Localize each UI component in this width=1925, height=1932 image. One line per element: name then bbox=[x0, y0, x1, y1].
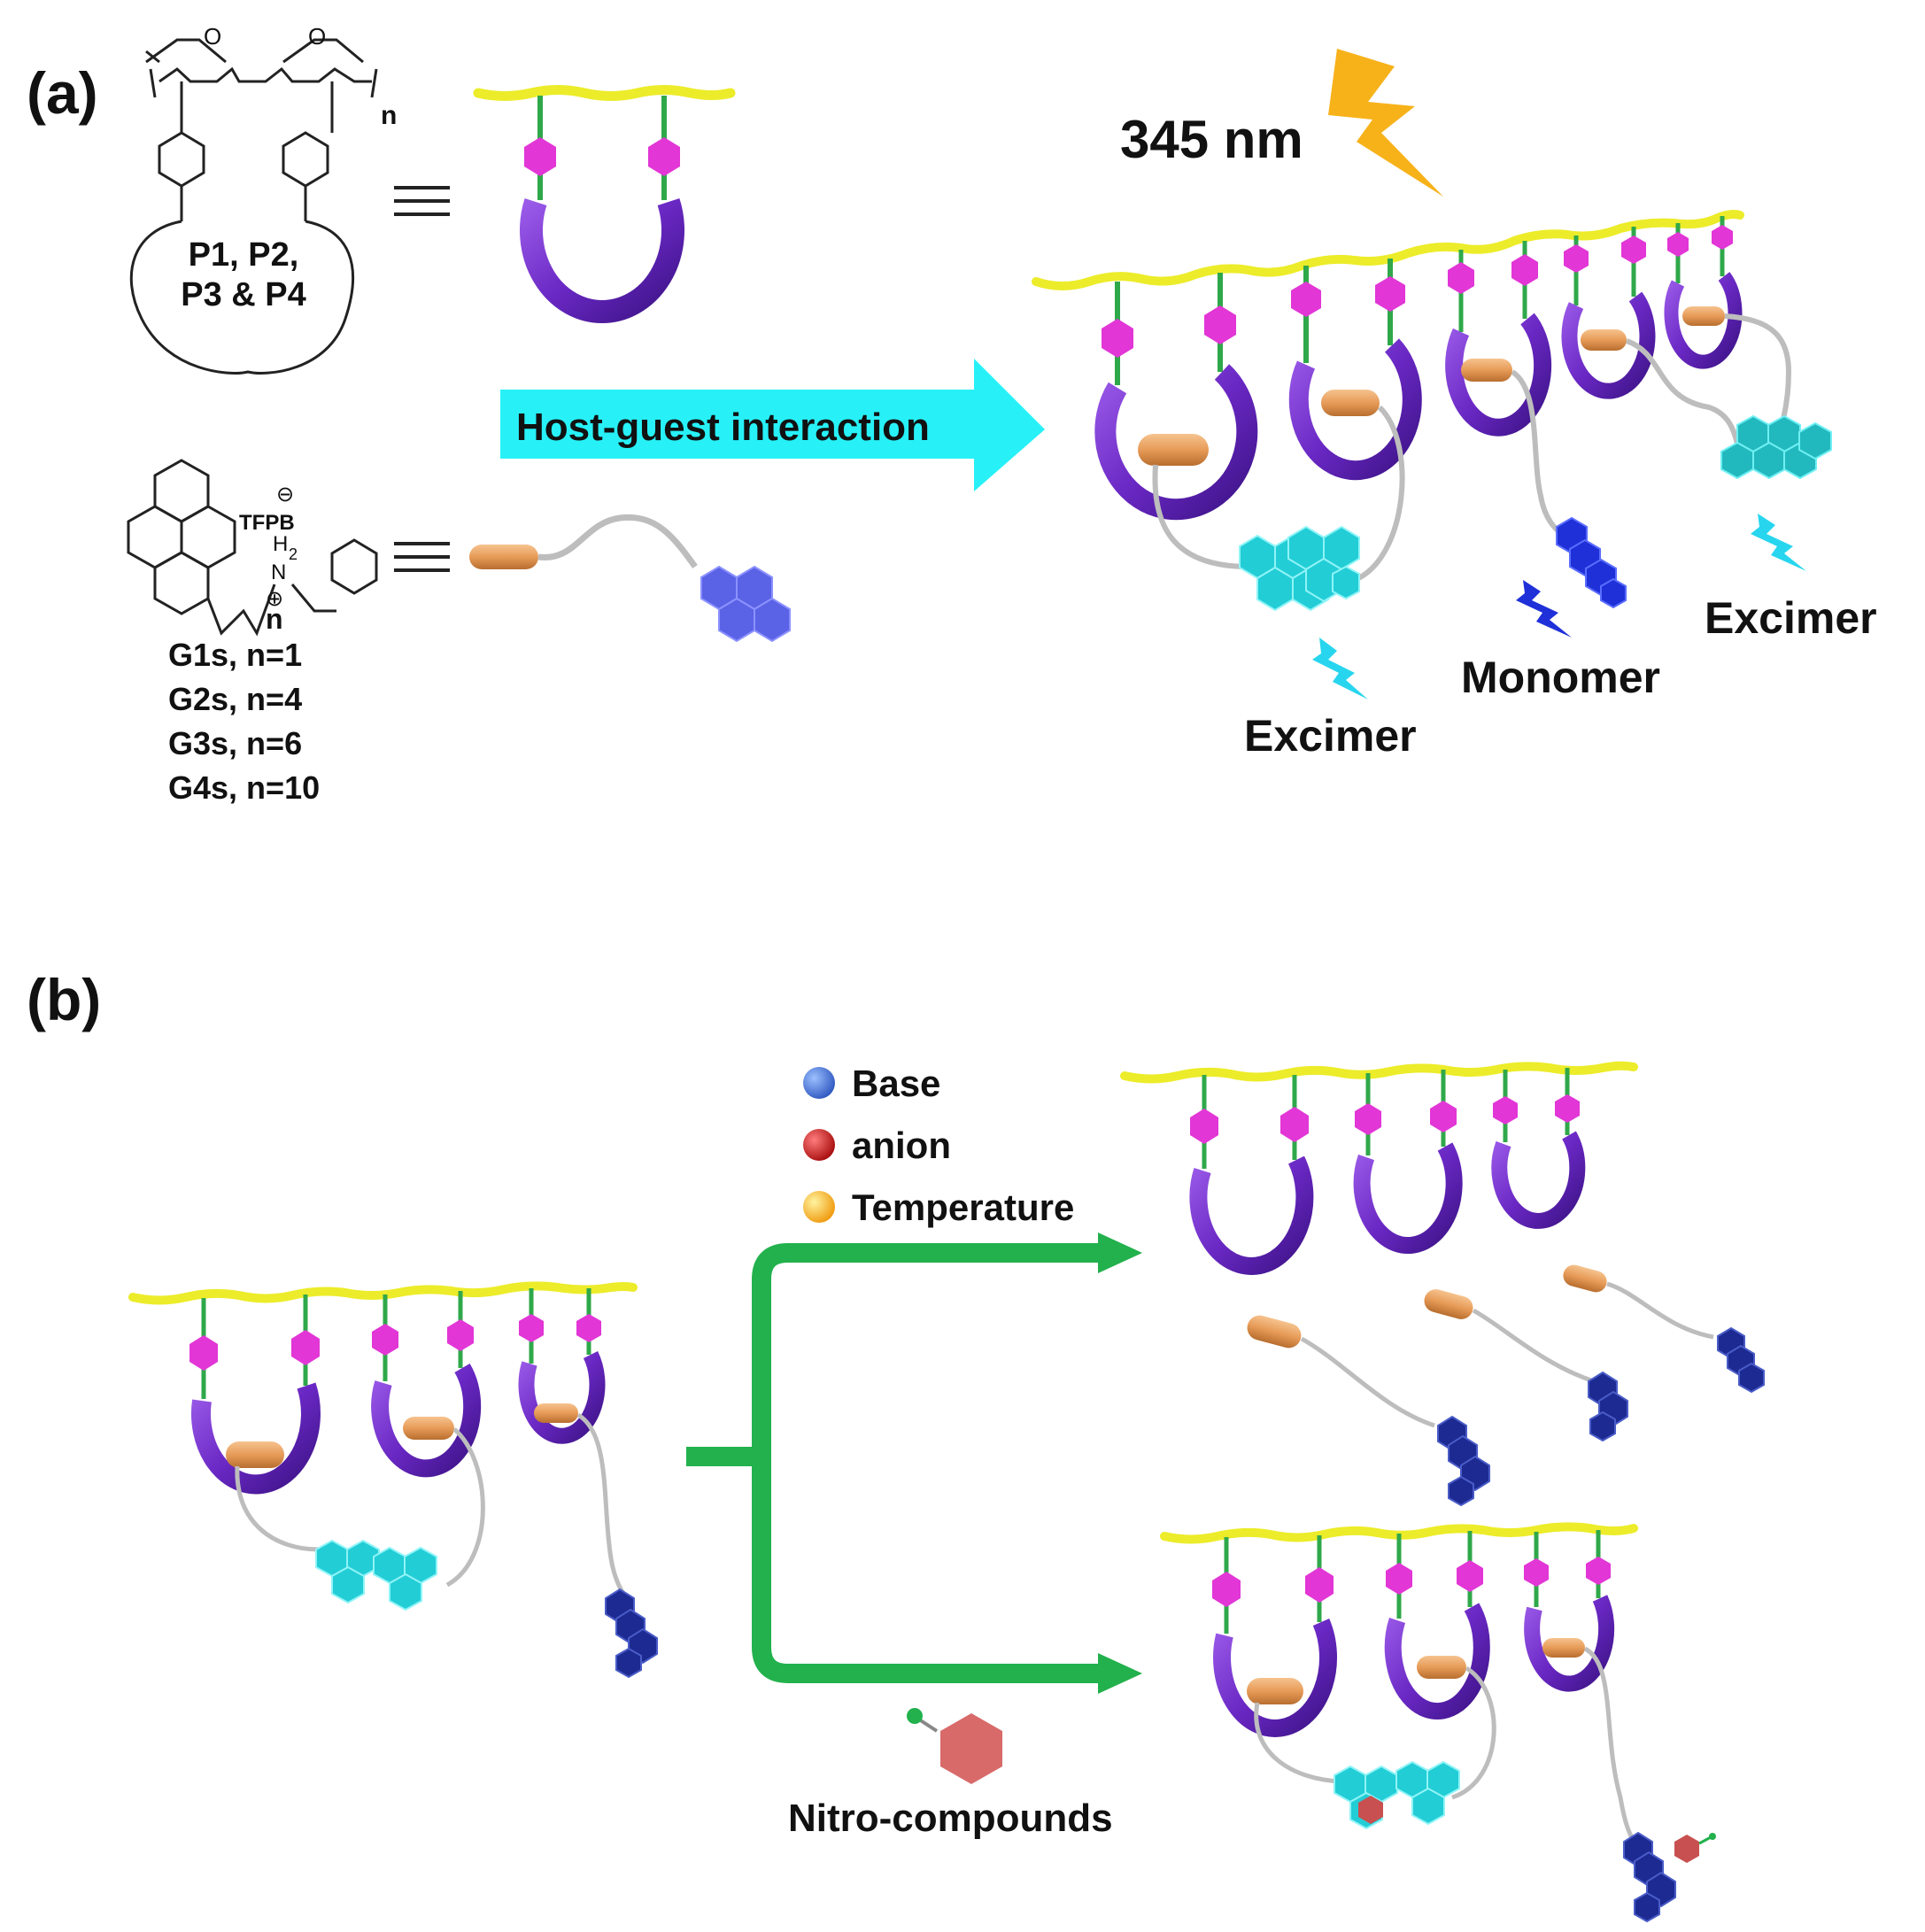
host-units bbox=[1094, 216, 1743, 521]
host-units bbox=[1212, 1530, 1615, 1737]
host-units bbox=[1189, 1068, 1586, 1275]
emission-label-monomer: Monomer bbox=[1461, 653, 1660, 702]
guest-structure bbox=[127, 459, 378, 637]
guest-tether bbox=[537, 514, 698, 569]
emission-lightning-icon bbox=[1751, 514, 1806, 571]
host-guest-arrow bbox=[500, 359, 1045, 491]
polymer-backbone bbox=[128, 1281, 638, 1305]
base-stimulus-icon bbox=[803, 1067, 835, 1099]
branch-arrow bbox=[686, 1243, 1098, 1683]
guest-series-2: G2s, n=4 bbox=[168, 681, 302, 717]
guest-series-4: G4s, n=10 bbox=[168, 769, 320, 806]
stimulus-base: Base bbox=[852, 1063, 940, 1104]
quenched-excimer bbox=[1334, 1760, 1460, 1830]
monomer-pyrene bbox=[1437, 1326, 1765, 1507]
arrowhead-bottom bbox=[1098, 1653, 1142, 1694]
excimer-pyrene-pair bbox=[1720, 414, 1832, 480]
guest-cation-charge: ⊕ bbox=[266, 587, 283, 611]
polymer-backbone bbox=[1160, 1522, 1638, 1544]
guest-cap bbox=[469, 545, 538, 569]
stimulus-temperature: Temperature bbox=[852, 1186, 1074, 1228]
lightning-icon bbox=[1328, 49, 1443, 197]
guest-series-1: G1s, n=1 bbox=[168, 637, 302, 673]
host-guest-arrow-label: Host-guest interaction bbox=[516, 406, 930, 449]
free-guests bbox=[1247, 1264, 1714, 1428]
anion-stimulus-icon bbox=[803, 1129, 835, 1161]
pillar-hexagon bbox=[524, 137, 556, 176]
ring-oxygen: O bbox=[204, 23, 221, 50]
monomer-pyrene bbox=[605, 1588, 658, 1679]
guest-caps bbox=[226, 1403, 578, 1468]
arrowhead-top bbox=[1098, 1233, 1142, 1273]
guest-series-3: G3s, n=6 bbox=[168, 725, 302, 761]
guest-nh2: H bbox=[273, 532, 288, 556]
panel-b-label: (b) bbox=[27, 967, 101, 1032]
panel-a-label: (a) bbox=[27, 60, 98, 126]
pillar-hexagon bbox=[648, 137, 680, 176]
nitro-compound-icon bbox=[907, 1708, 923, 1724]
nitro-quencher bbox=[1709, 1833, 1716, 1840]
guest-tethers bbox=[1152, 313, 1792, 583]
excimer-pyrene-pair bbox=[1239, 525, 1360, 612]
nitro-quencher bbox=[1674, 1835, 1699, 1863]
host-units bbox=[189, 1288, 606, 1495]
polymer-name-line1: P1, P2, bbox=[189, 236, 299, 274]
ring-oxygen: O bbox=[308, 23, 326, 50]
equivalence-sign bbox=[394, 186, 450, 216]
guest-caps bbox=[1247, 1638, 1585, 1704]
polymer-backbone bbox=[1120, 1061, 1638, 1084]
host-backbone bbox=[473, 85, 736, 101]
polymer-backbone bbox=[1032, 210, 1744, 290]
guest-nitrogen: N bbox=[271, 560, 286, 584]
quenched-monomer bbox=[1623, 1831, 1676, 1923]
polymer-repeat-n: n bbox=[381, 101, 397, 130]
emission-label-excimer-2: Excimer bbox=[1705, 593, 1877, 643]
nitro-compounds-label: Nitro-compounds bbox=[788, 1797, 1113, 1840]
emission-lightning-icon bbox=[1516, 580, 1572, 638]
monomer-pyrene bbox=[1556, 516, 1627, 609]
guest-spacer-n: n bbox=[266, 603, 283, 635]
guest-counterion: TFPB bbox=[239, 511, 295, 535]
temperature-stimulus-icon bbox=[803, 1191, 835, 1223]
host-ring bbox=[520, 198, 684, 323]
nitro-quencher bbox=[1358, 1796, 1383, 1824]
polymer-structure bbox=[129, 38, 378, 375]
pyrene-free bbox=[700, 565, 791, 643]
excimer-pyrene-pair bbox=[315, 1539, 437, 1611]
guest-anion-charge: ⊖ bbox=[276, 483, 294, 506]
nitro-quencher bbox=[1698, 1835, 1712, 1845]
equivalence-sign bbox=[394, 542, 450, 572]
nitro-compound-icon bbox=[940, 1713, 1002, 1784]
guest-nh2-subscript: 2 bbox=[289, 545, 298, 563]
polymer-name-line2: P3 & P4 bbox=[181, 276, 306, 313]
emission-label-excimer-1: Excimer bbox=[1244, 711, 1417, 761]
stimulus-anion: anion bbox=[852, 1124, 951, 1166]
guest-tethers bbox=[1254, 1646, 1636, 1843]
excitation-wavelength: 345 nm bbox=[1120, 110, 1303, 169]
emission-lightning-icon bbox=[1312, 638, 1368, 699]
guest-caps bbox=[1138, 306, 1725, 466]
